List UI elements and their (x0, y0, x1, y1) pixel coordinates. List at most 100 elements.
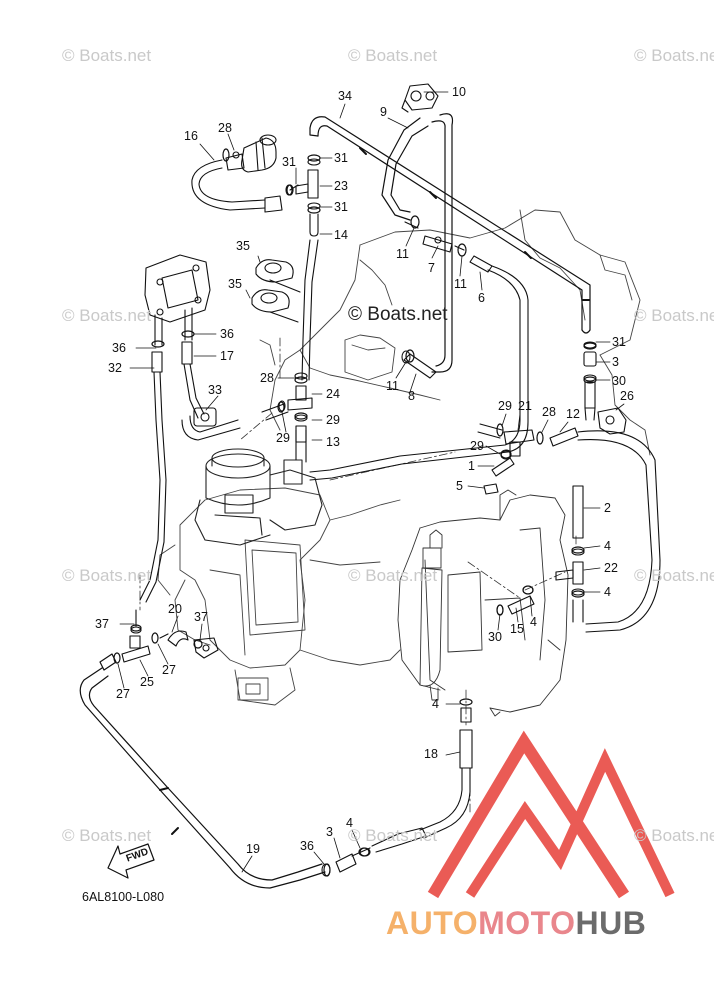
hose-18 (419, 707, 473, 839)
part-label: 34 (338, 89, 352, 103)
clip-10 (401, 83, 439, 113)
part-label: 8 (408, 389, 415, 403)
plate-assembly (144, 254, 211, 346)
part-label: 28 (218, 121, 232, 135)
part-label: 10 (452, 85, 466, 99)
holder-35-upper (255, 259, 301, 293)
part-label: 31 (282, 155, 296, 169)
watermark: © Boats.net (62, 306, 152, 325)
watermark: © Boats.net (348, 566, 438, 585)
watermark: © Boats.net (634, 826, 714, 845)
logo-wordmark: AUTOMOTOHUB (386, 905, 646, 942)
part-label: 21 (518, 399, 532, 413)
watermark: © Boats.net (634, 306, 714, 325)
part-label: 2 (604, 501, 611, 515)
part-label: 6 (478, 291, 485, 305)
hose-12 (549, 427, 661, 633)
clamps (113, 148, 597, 877)
part-label: 24 (326, 387, 340, 401)
leader-lines (117, 91, 625, 873)
part-label: 18 (424, 747, 438, 761)
part-label: 15 (510, 622, 524, 636)
engine-block-outline (157, 209, 651, 706)
part-label: 37 (95, 617, 109, 631)
part-label: 35 (228, 277, 242, 291)
joint-25 (121, 609, 151, 663)
fuel-pump-assembly (397, 489, 569, 717)
part-label: 22 (604, 561, 618, 575)
part-label: 20 (168, 602, 182, 616)
diagram-code: 6AL8100-L080 (82, 890, 165, 904)
joint-33 (181, 407, 241, 441)
part-label: 4 (432, 697, 439, 711)
part-label: 19 (246, 842, 260, 856)
part-label: 3 (326, 825, 333, 839)
hose-20 (159, 630, 189, 647)
hose-2 (572, 381, 596, 539)
part-label: 31 (334, 151, 348, 165)
part-label: 31 (334, 200, 348, 214)
part-label: 17 (220, 349, 234, 363)
watermark: © Boats.net (62, 826, 152, 845)
logo-part-auto: AUTO (386, 905, 479, 941)
joint-23 (285, 158, 321, 210)
part-label: 29 (326, 413, 340, 427)
joint-21 (477, 423, 535, 457)
part-label: 11 (454, 277, 467, 291)
fuel-filter-28-top (225, 134, 277, 173)
part-label: 12 (566, 407, 580, 421)
joint-22 (555, 548, 585, 623)
part-label: 4 (346, 816, 353, 830)
part-label: 29 (276, 431, 290, 445)
part-label: 3 (612, 355, 619, 369)
part-label: 11 (396, 247, 409, 261)
part-label: 16 (184, 129, 198, 143)
part-label: 1 (468, 459, 475, 473)
holder-35-lower (251, 289, 299, 323)
part-label: 30 (612, 374, 626, 388)
center-watermark: © Boats.net (348, 304, 448, 325)
watermark: © Boats.net (62, 46, 152, 65)
watermark: © Boats.net (348, 46, 438, 65)
hose-17 (181, 341, 205, 419)
joint-7 (404, 221, 465, 253)
part-label: 36 (220, 327, 234, 341)
part-label: 35 (236, 239, 250, 253)
part-label: 28 (542, 405, 556, 419)
logo-part-hub: HUB (575, 905, 647, 941)
part-label: 36 (300, 839, 314, 853)
part-label: 33 (208, 383, 222, 397)
part-label: 36 (112, 341, 126, 355)
part-label: 27 (162, 663, 176, 677)
part-label: 29 (498, 399, 512, 413)
hose-19 (79, 653, 326, 889)
part-label: 14 (334, 228, 348, 242)
throttle-body (194, 448, 323, 546)
hose-34 (309, 116, 591, 334)
part-label: 7 (428, 261, 435, 275)
part-label: 11 (386, 379, 399, 393)
fwd-arrow-icon (107, 843, 155, 879)
center-lines (139, 337, 577, 813)
part-label: 9 (380, 105, 387, 119)
hose-16 (191, 159, 283, 213)
watermark: © Boats.net (62, 566, 152, 585)
watermark: © Boats.net (634, 46, 714, 65)
part-label: 37 (194, 610, 208, 624)
logo-part-moto: MOTO (478, 905, 576, 941)
part-label: 23 (334, 179, 348, 193)
part-5 (483, 483, 499, 495)
part-label: 28 (260, 371, 274, 385)
part-label: 32 (108, 361, 122, 375)
part-label: 25 (140, 675, 154, 689)
part-label: 26 (620, 389, 634, 403)
watermark: © Boats.net (348, 826, 438, 845)
part-label: 4 (604, 539, 611, 553)
part-label: 29 (470, 439, 484, 453)
part-label: 4 (604, 585, 611, 599)
logo-mark-icon (427, 730, 675, 899)
part-label: 5 (456, 479, 463, 493)
hose-8 (401, 350, 437, 379)
